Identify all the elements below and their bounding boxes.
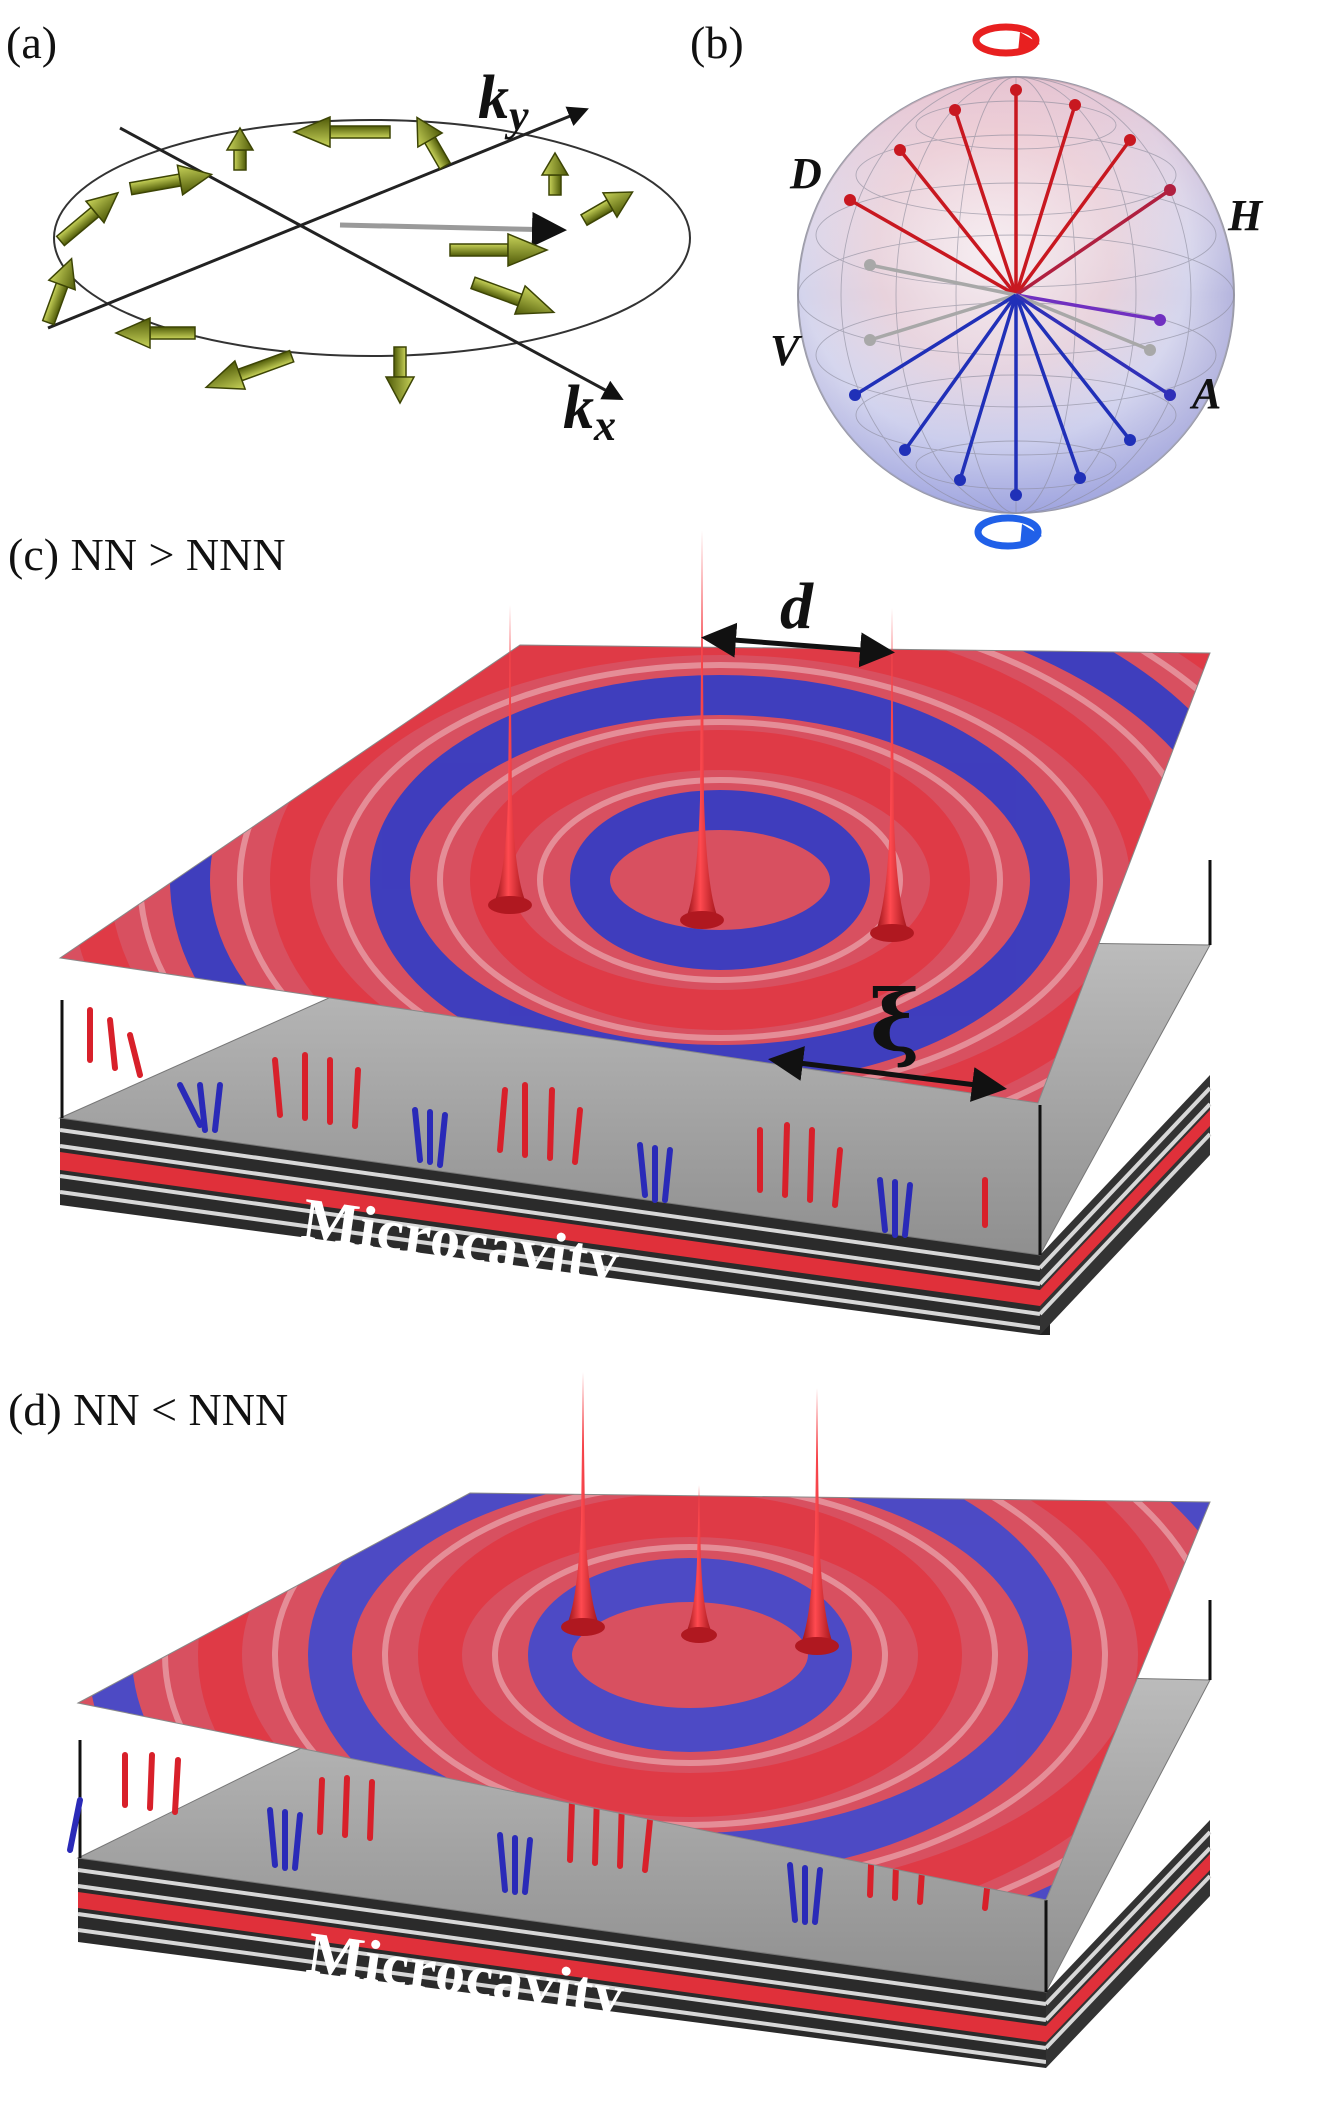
panel-c-label: (c) NN > NNN	[8, 529, 286, 580]
vector-arrow	[292, 115, 391, 149]
spike	[800, 1388, 834, 1646]
pole-label-H: H	[1227, 191, 1264, 240]
frame-lines-c	[60, 860, 1212, 1255]
pole-label-D: D	[789, 149, 822, 198]
distance-arrow-d	[701, 622, 895, 668]
cavity-red-layer-c	[60, 1152, 1040, 1306]
panel-d-label: (d) NN < NNN	[8, 1384, 288, 1435]
ky-label: ky	[478, 64, 529, 140]
radial-arrow	[339, 211, 567, 247]
k-space-ring	[53, 119, 691, 357]
density-spikes-d	[561, 1372, 839, 1655]
stokes-vector-heads	[844, 84, 1176, 501]
green-vector-arrows	[41, 115, 634, 405]
vector-arrow	[449, 232, 549, 268]
panel-b: (b)	[690, 17, 1264, 550]
panel-d: (d) NN < NNN Microcavity	[8, 1372, 1212, 2068]
spike	[875, 608, 909, 933]
density-spikes-c	[488, 530, 914, 942]
vector-arrow	[55, 191, 120, 247]
ky-axis	[47, 106, 589, 330]
distance-label-d: d	[780, 570, 814, 643]
vector-arrow	[579, 191, 634, 227]
spike	[493, 605, 527, 905]
spin-arrows-d	[67, 1752, 993, 1925]
vector-arrow	[540, 151, 570, 196]
vector-arrow	[384, 346, 416, 405]
panel-b-label: (b)	[690, 17, 744, 68]
vector-arrow	[470, 276, 556, 315]
length-arrow-xi	[768, 1046, 1007, 1102]
kx-label: kx	[563, 374, 616, 450]
pole-label-A: A	[1189, 369, 1221, 418]
left-circular-icon	[974, 514, 1042, 550]
length-label-xi: ξ	[870, 971, 920, 1070]
panel-c: (c) NN > NNN Microcavity	[8, 529, 1212, 1335]
vector-arrow	[225, 126, 255, 171]
spike	[566, 1372, 600, 1627]
spike	[685, 530, 719, 920]
poincare-sphere	[797, 76, 1235, 514]
vector-arrow	[204, 349, 295, 390]
panel-a-label: (a)	[6, 17, 57, 68]
vector-arrow	[128, 164, 214, 197]
right-circular-icon	[972, 23, 1040, 57]
cavity-red-layer-d	[78, 1892, 1046, 2042]
panel-a: (a) ky kx	[6, 17, 691, 450]
microcavity-block-c: Microcavity	[58, 934, 1212, 1335]
spike	[685, 1485, 713, 1635]
vector-arrow	[114, 316, 196, 350]
vector-arrow	[41, 257, 77, 326]
stokes-vectors	[849, 90, 1171, 495]
pole-label-V: V	[770, 326, 803, 375]
vector-arrow	[416, 116, 452, 171]
spin-arrows-c	[87, 1007, 988, 1238]
